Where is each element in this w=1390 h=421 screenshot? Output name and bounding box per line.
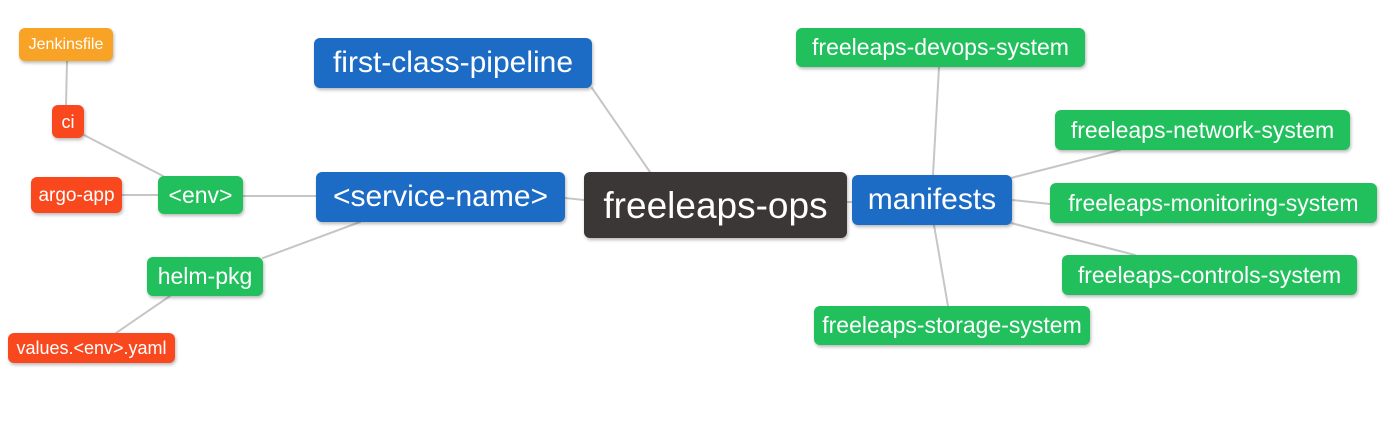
node-first-class-pipeline[interactable]: first-class-pipeline (314, 38, 592, 88)
node-argo-app[interactable]: argo-app (31, 177, 122, 213)
edge-helm-pkg-service-name (262, 221, 361, 259)
edge-helm-pkg-values (115, 295, 171, 334)
node-freeleaps-controls-system[interactable]: freeleaps-controls-system (1062, 255, 1357, 295)
node-env[interactable]: <env> (158, 176, 243, 214)
edge-devops-manifests (932, 66, 940, 176)
node-ci[interactable]: ci (52, 105, 84, 138)
node-helm-pkg[interactable]: helm-pkg (147, 257, 263, 296)
node-freeleaps-storage-system[interactable]: freeleaps-storage-system (814, 306, 1090, 345)
edge-pipeline-ops (591, 87, 651, 173)
node-manifests[interactable]: manifests (852, 175, 1012, 225)
edge-manifests-monitoring (1011, 199, 1051, 205)
edge-service-name-ops (564, 197, 585, 201)
node-service-name[interactable]: <service-name> (316, 172, 565, 222)
edge-manifests-controls (1010, 222, 1136, 256)
edge-jenkinsfile-ci (65, 60, 68, 106)
node-jenkinsfile[interactable]: Jenkinsfile (19, 28, 113, 61)
edge-ci-env (83, 134, 164, 177)
node-freeleaps-devops-system[interactable]: freeleaps-devops-system (796, 28, 1085, 67)
edge-manifests-storage (933, 224, 949, 307)
node-freeleaps-network-system[interactable]: freeleaps-network-system (1055, 110, 1350, 150)
node-values-env-yaml[interactable]: values.<env>.yaml (8, 333, 175, 363)
node-freeleaps-ops-root[interactable]: freeleaps-ops (584, 172, 847, 238)
node-freeleaps-monitoring-system[interactable]: freeleaps-monitoring-system (1050, 183, 1377, 223)
edge-manifests-network (1010, 149, 1121, 179)
